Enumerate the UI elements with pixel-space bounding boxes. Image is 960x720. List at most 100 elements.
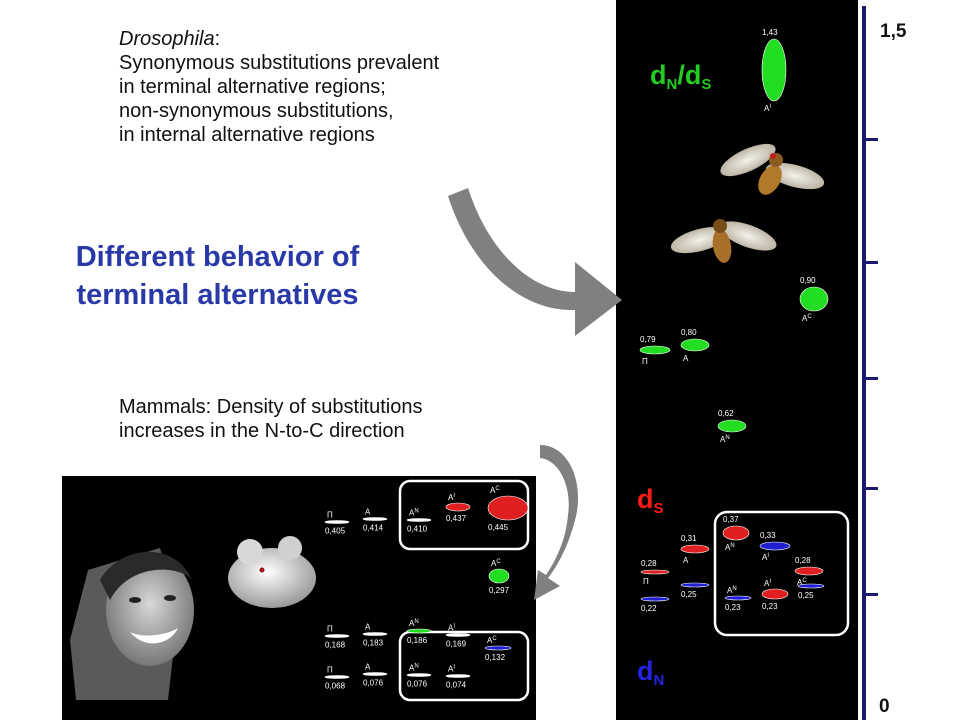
headline-line-2: terminal alternatives [76, 279, 359, 311]
ratio-item-5-region: AN [720, 435, 730, 444]
headline: Different behavior of terminal alternati… [20, 238, 415, 314]
mammal-row1-item-4-region: AI [448, 493, 455, 502]
mammal-row3-item-5-value: 0,132 [485, 653, 506, 662]
ratio-item-4-region: A [683, 354, 689, 363]
ds-item-5-region: AC [797, 578, 807, 587]
headline-line-1: Different behavior of [75, 241, 360, 273]
mammal-row4-item-3-marker [406, 673, 432, 677]
ds-item-1-region: AN [725, 543, 735, 552]
fly-terminal-highlight-box [713, 510, 850, 637]
mammals-line-1: Mammals: Density of substitutions [119, 396, 423, 418]
mammal-row4-item-3-value: 0,076 [407, 680, 428, 689]
ratio-item-2-value: 0,90 [800, 276, 816, 285]
mammal-row4-item-4-marker [445, 674, 471, 678]
mammal-row1-item-1-region: П [327, 511, 333, 520]
mammals-arrow [534, 445, 579, 600]
mammal-row1-item-2-marker [362, 517, 388, 521]
mammal-row4-item-2-marker [362, 672, 388, 676]
ratio-item-2-region: AC [802, 314, 812, 323]
mammal-row1-item-3-region: AN [409, 509, 419, 518]
mammal-row1-item-2-value: 0,414 [363, 524, 384, 533]
ds-item-4-region: П [643, 577, 649, 586]
substitution-items: 1,43AI0,90AC0,79П0,80A0,62AN0,37AN0,31A0… [324, 28, 829, 691]
ds-item-3-value: 0,33 [760, 531, 776, 540]
dn-label: dN [637, 656, 664, 689]
drosophila-title: Drosophila [119, 28, 215, 50]
ds-item-5-value: 0,28 [795, 556, 811, 565]
woman-photo [70, 548, 194, 700]
dn-item-1-marker [640, 596, 670, 602]
ds-item-3-marker [759, 541, 791, 551]
mammal-row3-item-1-marker [324, 634, 350, 638]
dn-item-5-marker [797, 583, 825, 589]
mammal-row3-item-5-region: AC [487, 636, 497, 645]
mammal-highlight-box-bottom [398, 630, 530, 702]
dn-item-3-value: 0,23 [725, 603, 741, 612]
ratio-item-5-value: 0,62 [718, 409, 734, 418]
mammal-row3-item-4-value: 0,169 [446, 640, 467, 649]
mammal-row3-item-2-marker [362, 632, 388, 636]
mammal-row3-item-4-marker [445, 633, 471, 637]
ds-item-3-region: AI [762, 553, 769, 562]
mammal-row1-item-5-region: AC [490, 486, 500, 495]
mouse-photo [228, 536, 316, 608]
drosophila-title-line: Drosophila: [119, 27, 579, 51]
mammal-row1-item-1-value: 0,405 [325, 527, 346, 536]
fly-image-1 [720, 143, 825, 195]
dn-item-4-region: AI [764, 579, 771, 588]
mammal-row3-item-4-region: AI [448, 624, 455, 633]
ds-item-2-value: 0,31 [681, 534, 697, 543]
ds-item-4-marker [640, 569, 670, 575]
ratio-item-5-marker [717, 419, 747, 433]
ds-item-4-value: 0,28 [641, 559, 657, 568]
dn-item-1-value: 0,22 [641, 604, 657, 613]
mammal-row1-item-5-marker [487, 495, 529, 521]
mammal-row3-item-3-region: AN [409, 619, 419, 628]
mammal-highlight-box-top [398, 479, 530, 551]
dn-item-3-region: AN [727, 586, 737, 595]
mammal-row4-item-2-value: 0,076 [363, 679, 384, 688]
ratio-item-4-marker [680, 338, 710, 352]
ratio-item-1-value: 1,43 [762, 28, 778, 37]
mammal-row4-item-4-value: 0,074 [446, 681, 467, 690]
mammal-row4-item-3-region: AN [409, 664, 419, 673]
mammal-row1-item-1-marker [324, 520, 350, 524]
mammal-row2-item-1-value: 0,297 [489, 586, 510, 595]
mammal-row3-item-2-region: A [365, 623, 371, 632]
mammal-row1-item-4-value: 0,437 [446, 514, 467, 523]
ratio-item-4-value: 0,80 [681, 328, 697, 337]
mammal-row3-item-3-value: 0,186 [407, 636, 428, 645]
mammal-row2-item-1-region: AC [491, 559, 501, 568]
mammal-row3-item-5-marker [484, 645, 512, 651]
ratio-item-3-region: П [642, 357, 648, 366]
ratio-item-2-marker [799, 286, 829, 312]
mammal-row3-item-3-marker [406, 628, 432, 634]
scale-axis: 1,5 0 [862, 6, 907, 720]
drosophila-title-suffix: : [214, 28, 221, 50]
mammal-row4-item-2-region: A [365, 663, 371, 672]
dn-ds-ratio-label: dN/dS [650, 60, 711, 93]
mammal-row4-item-1-value: 0,068 [325, 682, 346, 691]
mammals-line-2: increases in the N-to-C direction [119, 420, 405, 442]
mammal-row1-item-3-marker [406, 518, 432, 522]
dn-item-2-marker [680, 582, 710, 588]
ds-label: dS [637, 484, 664, 517]
mammal-row3-item-1-region: П [327, 625, 333, 634]
mammals-description: Mammals: Density of substitutions increa… [119, 395, 559, 443]
dn-item-5-value: 0,25 [798, 591, 814, 600]
drosophila-line-1: Synonymous substitutions prevalent [119, 52, 440, 74]
ds-item-2-region: A [683, 556, 689, 565]
drosophila-description: Drosophila: Synonymous substitutions pre… [119, 27, 579, 147]
drosophila-arrow [448, 188, 622, 336]
mammal-row1-item-5-value: 0,445 [488, 523, 509, 532]
mammal-row4-item-4-region: AI [448, 665, 455, 674]
drosophila-line-2: in terminal alternative regions; [119, 76, 386, 98]
mammal-row4-item-1-region: П [327, 666, 333, 675]
drosophila-line-4: in internal alternative regions [119, 124, 375, 146]
mammal-row4-item-1-marker [324, 675, 350, 679]
scale-bottom-label: 0 [879, 696, 890, 717]
mammal-row1-item-4-marker [445, 502, 471, 512]
mammal-row1-item-3-value: 0,410 [407, 525, 428, 534]
dn-item-4-value: 0,23 [762, 602, 778, 611]
